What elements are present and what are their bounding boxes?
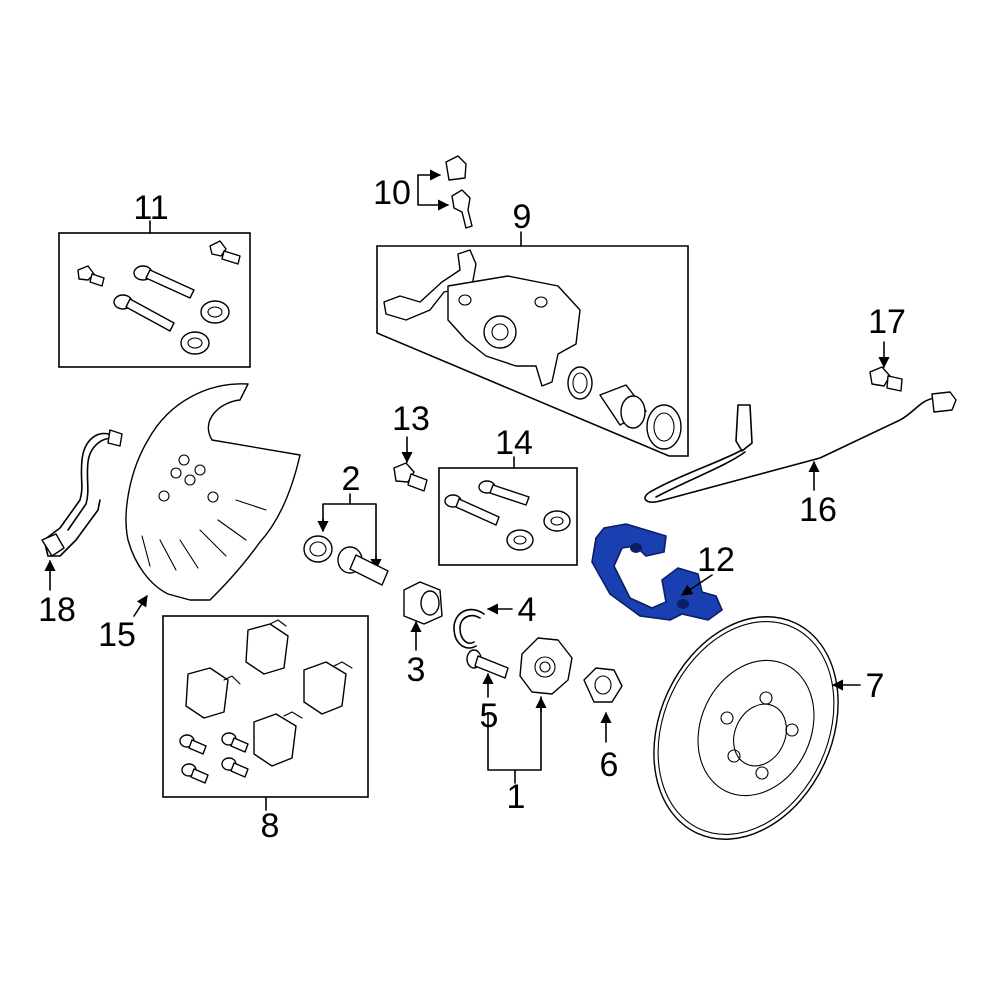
dust-boot-icon xyxy=(646,404,682,450)
part-group-2[interactable] xyxy=(303,493,389,586)
bleeder-screw-icon xyxy=(451,189,473,229)
callout-13[interactable]: 13 xyxy=(392,400,430,438)
boot-icon xyxy=(543,510,571,532)
snap-ring-icon xyxy=(453,608,485,649)
part-group-18[interactable] xyxy=(41,429,123,591)
part-group-3[interactable] xyxy=(403,581,443,651)
hub-nut-icon xyxy=(583,667,623,703)
callout-4[interactable]: 4 xyxy=(518,591,537,629)
callout-9[interactable]: 9 xyxy=(513,198,532,236)
piston-icon xyxy=(599,384,647,429)
callout-2[interactable]: 2 xyxy=(342,460,361,498)
brake-pad-icon xyxy=(303,661,353,715)
part-group-17[interactable] xyxy=(869,341,903,392)
bolt-icon xyxy=(77,265,105,287)
callout-6[interactable]: 6 xyxy=(600,746,619,784)
bolt-icon xyxy=(181,763,209,784)
brake-pad-icon xyxy=(185,667,241,719)
bolt-icon xyxy=(393,462,428,492)
part-group-16[interactable] xyxy=(644,391,957,503)
caliper-bracket-icon xyxy=(591,523,723,621)
part-group-1[interactable] xyxy=(487,637,573,784)
kit-box-9 xyxy=(376,245,689,457)
callout-5[interactable]: 5 xyxy=(480,697,499,735)
part-group-12[interactable] xyxy=(591,523,723,621)
part-group-8[interactable] xyxy=(162,615,369,811)
part-group-9[interactable] xyxy=(376,231,689,457)
part-group-13[interactable] xyxy=(393,436,428,492)
piston-seal-icon xyxy=(567,366,593,400)
part-group-5[interactable] xyxy=(466,649,509,698)
boot-icon xyxy=(200,300,230,324)
callout-14[interactable]: 14 xyxy=(495,424,533,462)
callout-18[interactable]: 18 xyxy=(38,591,76,629)
part-group-7[interactable] xyxy=(619,587,873,870)
part-group-14[interactable] xyxy=(438,456,578,566)
callout-8[interactable]: 8 xyxy=(261,807,280,845)
connector-icon xyxy=(931,391,957,413)
callout-1[interactable]: 1 xyxy=(507,778,526,816)
callout-15[interactable]: 15 xyxy=(98,616,136,654)
wear-sensor-icon xyxy=(43,432,115,557)
callout-17[interactable]: 17 xyxy=(868,303,906,341)
guide-pin-icon xyxy=(113,294,175,332)
bleeder-cap-icon xyxy=(445,155,467,181)
brake-pad-icon xyxy=(253,711,303,767)
bolt-icon xyxy=(179,734,207,755)
bolt-icon xyxy=(869,366,903,392)
abs-sensor-icon xyxy=(735,404,753,452)
guide-pin-icon xyxy=(444,494,500,526)
callout-labels: 1 2 3 4 5 6 7 8 9 10 11 12 13 14 15 16 1… xyxy=(38,174,906,845)
callout-11[interactable]: 11 xyxy=(133,189,168,227)
hub-bolt-icon xyxy=(337,546,389,586)
callout-10[interactable]: 10 xyxy=(373,174,411,212)
part-group-15[interactable] xyxy=(125,383,301,617)
boot-icon xyxy=(506,529,534,551)
wiring-harness-icon xyxy=(644,397,936,503)
boot-icon xyxy=(180,331,210,355)
bolt-icon xyxy=(221,732,249,753)
kit-box-14 xyxy=(438,467,578,566)
bolt-icon xyxy=(221,757,249,778)
callout-3[interactable]: 3 xyxy=(407,651,426,689)
callout-16[interactable]: 16 xyxy=(799,491,837,529)
brake-rotor-icon xyxy=(653,616,839,840)
part-group-4[interactable] xyxy=(453,603,513,649)
callout-12[interactable]: 12 xyxy=(697,541,735,579)
brake-pad-icon xyxy=(245,619,289,675)
seal-ring-icon xyxy=(303,535,333,563)
guide-pin-icon xyxy=(478,480,530,506)
callout-7[interactable]: 7 xyxy=(866,667,885,705)
part-group-11[interactable] xyxy=(58,220,251,368)
guide-pin-icon xyxy=(133,265,195,299)
part-group-6[interactable] xyxy=(583,667,623,743)
part-group-10[interactable] xyxy=(417,155,473,229)
bolt-icon xyxy=(209,240,241,265)
hub-bearing-icon xyxy=(519,637,573,695)
kit-box-11 xyxy=(58,232,251,368)
caliper-icon xyxy=(383,249,581,387)
